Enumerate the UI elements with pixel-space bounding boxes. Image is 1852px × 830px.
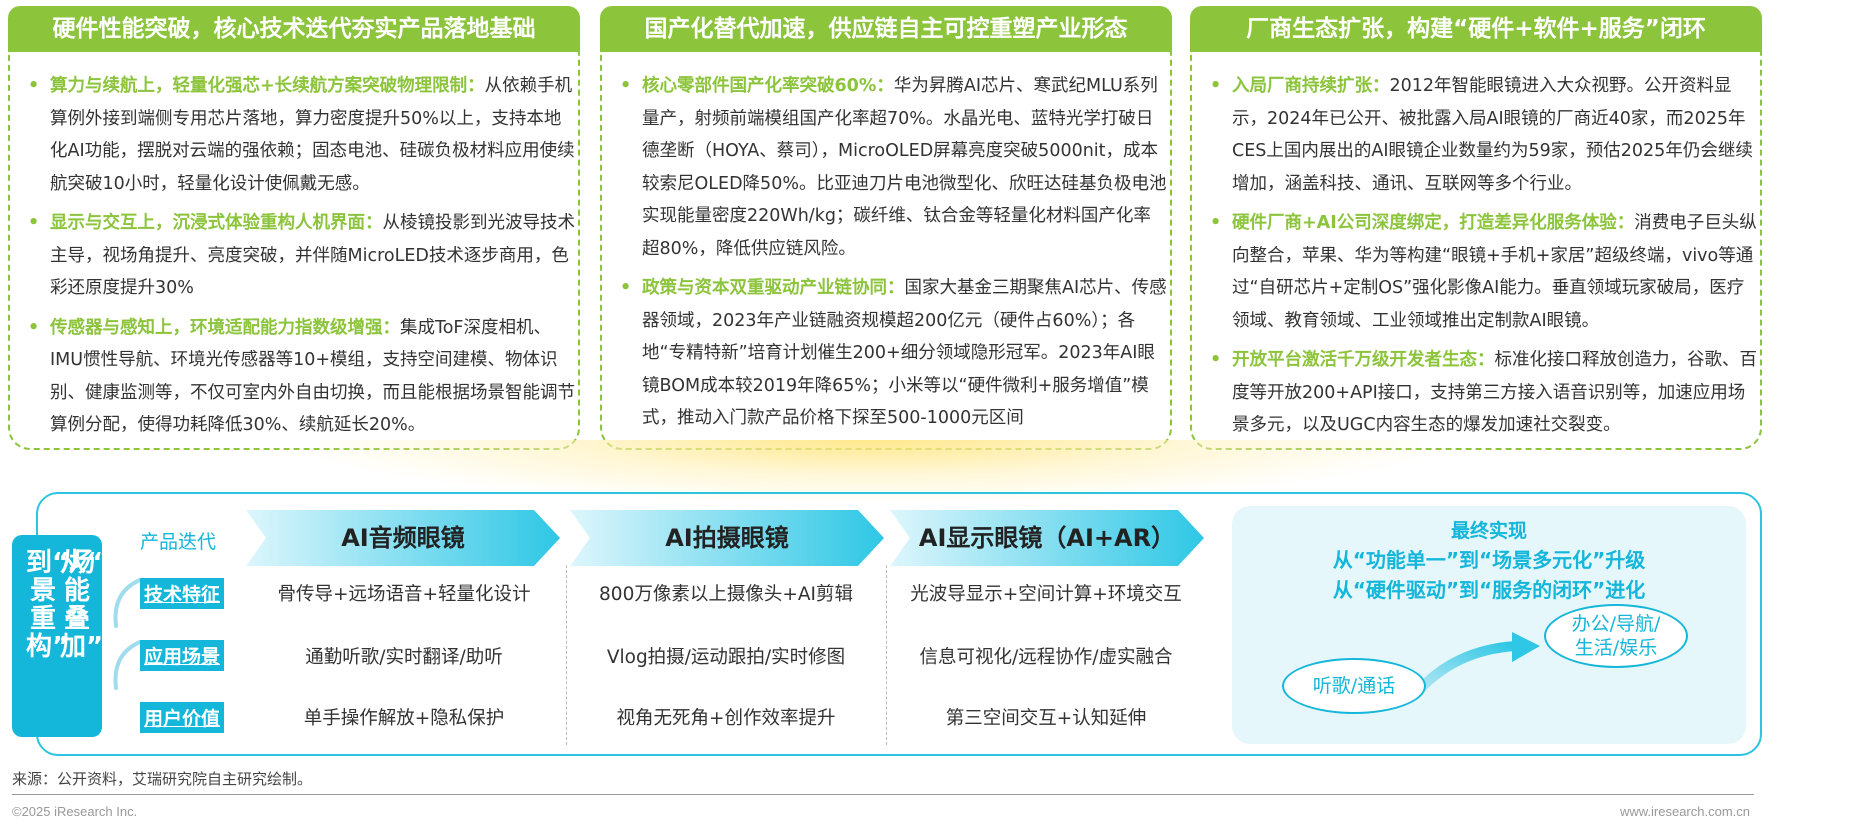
product-name: AI显示眼镜（AI+AR） [918, 524, 1176, 552]
cell-value: 视角无死角+创作效率提升 [616, 708, 836, 729]
website: www.iresearch.com.cn [1619, 804, 1750, 819]
row-label-iteration: 产品迭代 [140, 531, 217, 553]
cell-tech: 800万像素以上摄像头+AI剪辑 [599, 584, 853, 605]
chevron-shape [246, 510, 560, 566]
cell-scene: Vlog拍摄/运动跟拍/实时修图 [606, 647, 846, 668]
bullet-item: • 算力与续航上，轻量化强芯+长续航方案突破物理限制：从依赖手机算例外接到端侧专用… [28, 70, 576, 200]
cell-value: 单手操作解放+隐私保护 [303, 708, 505, 729]
panel-border [8, 50, 580, 450]
chevron-shape [570, 510, 884, 566]
to-label-line-1: 办公/导航/ [1571, 613, 1661, 635]
bullet-text: 集成ToF深度相机、IMU惯性导航、环境光传感器等10+模组，支持空间建模、物体… [50, 317, 575, 436]
bullet-text: 消费电子巨头纵向整合，苹果、华为等构建“眼镜+手机+家居”超级终端，vivo等通… [1232, 213, 1757, 331]
column-divider [566, 565, 567, 745]
footer-divider [12, 794, 1754, 795]
panel-title: 厂商生态扩张，构建“硬件+软件+服务”闭环 [1190, 6, 1762, 52]
bullet-key: 传感器与感知上，环境适配能力指数级增强： [50, 317, 400, 338]
final-title: 最终实现 [1450, 520, 1527, 542]
bullet-item: • 开放平台激活千万级开发者生态：标准化接口释放创造力，谷歌、百度等开放200+A… [1210, 344, 1758, 442]
bullet-text: 国家大基金三期聚焦AI芯片、传感器领域，2023年产业链融资规模超200亿元（硬… [642, 278, 1167, 428]
bullet-icon: • [28, 317, 40, 338]
row-connector-arcs [113, 578, 142, 690]
spotlight-glow [320, 440, 1420, 500]
bullet-item: • 政策与资本双重驱动产业链协同：国家大基金三期聚焦AI芯片、传感器领域，2023… [620, 272, 1168, 435]
chevron-camera-glasses: AI拍摄眼镜 [570, 510, 884, 566]
bullet-key: 算力与续航上，轻量化强芯+长续航方案突破物理限制： [50, 76, 485, 96]
bullet-item: • 显示与交互上，沉浸式体验重构人机界面：从棱镜投影到光波导技术主导，视场角提升、… [28, 207, 576, 305]
bullet-icon: • [1210, 350, 1222, 370]
bullet-item: • 硬件厂商+AI公司深度绑定，打造差异化服务体验：消费电子巨头纵向整合，苹果、华… [1210, 207, 1758, 337]
row-label-tech: 技术特征 [140, 578, 225, 609]
bullet-key: 核心零部件国产化率突破60%： [642, 76, 894, 96]
panel-hardware: 硬件性能突破，核心技术迭代夯实产品落地基础 • 算力与续航上，轻量化强芯+长续航方… [8, 6, 580, 454]
final-line-1: 从“功能单一”到“场景多元化”升级 [1332, 548, 1646, 572]
panel-ecosystem: 厂商生态扩张，构建“硬件+软件+服务”闭环 • 入局厂商持续扩张：2012年智能眼… [1190, 6, 1762, 454]
cell-tech: 骨传导+远场语音+轻量化设计 [277, 584, 531, 605]
product-name: AI拍摄眼镜 [665, 524, 789, 552]
from-label: 听歌/通话 [1312, 675, 1396, 697]
ellipse-to: 办公/导航/ 生活/娱乐 [1544, 604, 1688, 668]
copyright: ©2025 iResearch Inc. [12, 804, 138, 819]
to-label-line-2: 生活/娱乐 [1574, 637, 1658, 659]
bullet-item: • 入局厂商持续扩张：2012年智能眼镜进入大众视野。公开资料显示，2024年已公… [1210, 70, 1758, 200]
bullet-icon: • [1210, 213, 1222, 233]
bullet-key: 显示与交互上，沉浸式体验重构人机界面： [50, 213, 383, 233]
column-divider [886, 565, 887, 745]
sidebar-col-left: 到“场景重构” [26, 548, 96, 662]
final-realization-box: 最终实现 从“功能单一”到“场景多元化”升级 从“硬件驱动”到“服务的闭环”进化… [1232, 506, 1746, 744]
evolution-sidebar: 到“场景重构” 从“功能叠加” [12, 535, 130, 737]
panel-title: 国产化替代加速，供应链自主可控重塑产业形态 [600, 6, 1172, 52]
bullet-text: 从棱镜投影到光波导技术主导，视场角提升、亮度突破，并伴随MicroLED技术逐步… [50, 213, 575, 298]
bullet-text: 2012年智能眼镜进入大众视野。公开资料显示，2024年已公开、被批露入局AI眼… [1232, 76, 1753, 194]
bullet-icon: • [1210, 76, 1222, 96]
source-note: 来源：公开资料，艾瑞研究院自主研究绘制。 [12, 770, 313, 788]
cell-scene: 信息可视化/远程协作/虚实融合 [919, 647, 1173, 668]
ellipse-from: 听歌/通话 [1282, 658, 1426, 714]
growth-arrow-icon [1412, 632, 1540, 700]
chevron-display-glasses: AI显示眼镜（AI+AR） [890, 510, 1204, 566]
chevron-shape [890, 510, 1204, 566]
panel-localization: 国产化替代加速，供应链自主可控重塑产业形态 • 核心零部件国产化率突破60%：华为… [600, 6, 1172, 454]
bullet-key: 开放平台激活千万级开发者生态： [1232, 350, 1495, 370]
bullet-key: 政策与资本双重驱动产业链协同： [642, 278, 905, 298]
bullet-text: 华为昇腾AI芯片、寒武纪MLU系列量产，射频前端模组国产化率超70%。水晶光电、… [642, 76, 1167, 259]
bullet-text: 从依赖手机算例外接到端侧专用芯片落地，算力密度提升50%以上，支持本地化AI功能… [50, 76, 575, 194]
bullet-item: • 核心零部件国产化率突破60%：华为昇腾AI芯片、寒武纪MLU系列量产，射频前端… [620, 70, 1168, 265]
bullet-icon: • [28, 76, 40, 96]
panel-title: 硬件性能突破，核心技术迭代夯实产品落地基础 [8, 6, 580, 52]
panel-border [1190, 50, 1762, 450]
row-label-scene: 应用场景 [140, 640, 225, 671]
chevron-audio-glasses: AI音频眼镜 [246, 510, 560, 566]
cell-tech: 光波导显示+空间计算+环境交互 [910, 584, 1182, 605]
bullet-key: 入局厂商持续扩张： [1232, 76, 1390, 96]
bullet-key: 硬件厂商+AI公司深度绑定，打造差异化服务体验： [1232, 213, 1635, 233]
bullet-icon: • [28, 213, 40, 233]
sidebar-col-right: 从“功能叠加” [60, 548, 130, 662]
final-line-2: 从“硬件驱动”到“服务的闭环”进化 [1332, 578, 1646, 602]
bullet-icon: • [620, 278, 632, 298]
bullet-icon: • [620, 76, 632, 96]
bullet-item: • 传感器与感知上，环境适配能力指数级增强：集成ToF深度相机、IMU惯性导航、环… [28, 312, 576, 442]
bullet-text: 标准化接口释放创造力，谷歌、百度等开放200+API接口，支持第三方接入语音识别… [1232, 350, 1757, 435]
cell-value: 第三空间交互+认知延伸 [945, 708, 1147, 729]
product-name: AI音频眼镜 [341, 524, 465, 552]
row-label-value: 用户价值 [140, 702, 225, 733]
cell-scene: 通勤听歌/实时翻译/助听 [305, 647, 503, 668]
